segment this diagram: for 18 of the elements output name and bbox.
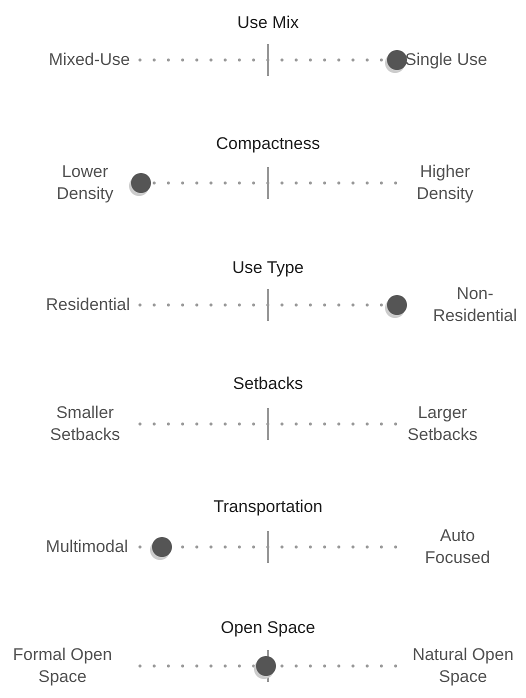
- scale-end-label: Residential: [44, 294, 130, 316]
- scale-title: Compactness: [215, 133, 321, 155]
- scale-title: Setbacks: [232, 373, 304, 395]
- scale-title: Open Space: [220, 617, 316, 639]
- scale-title: Use Mix: [236, 12, 300, 34]
- scale-end-label: Larger Setbacks: [406, 402, 478, 446]
- scale-end-label: Natural Open Space: [411, 644, 515, 688]
- scale-title: Use Type: [231, 257, 305, 279]
- scale-end-label: Multimodal: [44, 536, 128, 558]
- scale-end-label: Auto Focused: [424, 525, 492, 569]
- scale-end-label: Smaller Setbacks: [49, 402, 121, 446]
- scale-end-label: Non-Residential: [432, 283, 518, 327]
- scale-end-label: Formal Open Space: [12, 644, 114, 688]
- scale-end-label: Lower Density: [56, 161, 114, 205]
- scale-end-label: Mixed-Use: [48, 49, 130, 71]
- scale-title: Transportation: [212, 496, 324, 518]
- scale-end-label: Higher Density: [416, 161, 474, 205]
- scale-end-label: Single Use: [405, 49, 488, 71]
